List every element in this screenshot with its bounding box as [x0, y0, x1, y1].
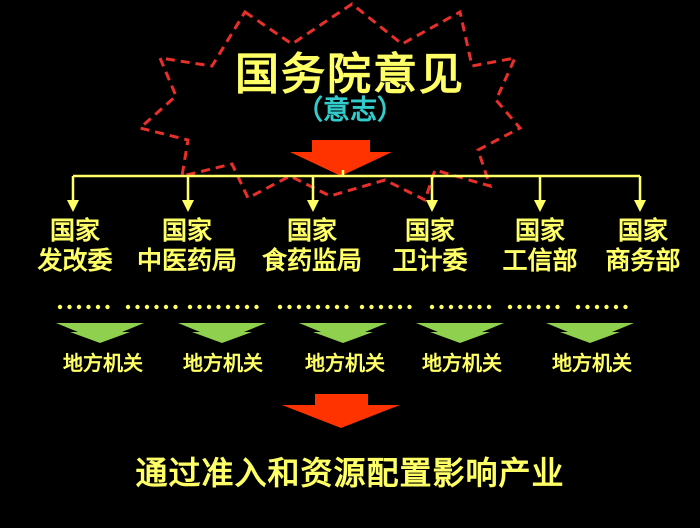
agency-line2: 发改委 — [37, 246, 113, 275]
ellipsis-dot — [95, 304, 101, 310]
ellipsis-dot — [306, 304, 311, 310]
ellipsis-dot — [216, 304, 221, 310]
ellipsis-dot — [517, 304, 522, 310]
ellipsis-dot — [325, 304, 330, 310]
ellipsis-dot — [378, 304, 384, 310]
ellipsis-dot — [235, 304, 240, 310]
agency-line1: 国家 — [514, 216, 565, 245]
connector-arrowhead — [67, 200, 79, 212]
agency-line2: 中医药局 — [136, 246, 237, 275]
ellipsis-dot — [507, 304, 513, 310]
ellipsis-dot — [334, 304, 340, 310]
agency-line2: 工信部 — [502, 246, 578, 275]
connector-arrowhead — [426, 200, 438, 212]
ellipsis-dot — [545, 304, 551, 310]
top-red-arrow — [290, 140, 392, 176]
green-down-arrow — [56, 323, 144, 343]
ellipsis-dot — [76, 304, 82, 310]
main-title: 国务院意见 — [235, 49, 465, 100]
ellipsis-dot — [225, 304, 231, 310]
green-arrows — [56, 323, 634, 343]
ellipsis-dot — [526, 304, 532, 310]
agency-fda: 国家 食药监局 — [252, 216, 372, 276]
ellipsis-dot — [296, 304, 302, 310]
ellipsis-dot — [575, 304, 581, 310]
ellipsis-dot — [613, 304, 619, 310]
agency-line2: 卫计委 — [392, 246, 468, 275]
connector-arrowhead — [307, 200, 319, 212]
ellipsis-dot — [163, 304, 169, 310]
connector-arrowhead — [182, 200, 194, 212]
ellipsis-dot — [244, 304, 250, 310]
ellipsis-dot — [277, 304, 283, 310]
ellipsis-dot — [344, 304, 349, 310]
connector-drops — [67, 176, 646, 212]
burst-shape — [136, 2, 523, 203]
ellipsis-dot — [154, 304, 159, 310]
ellipsis-dot — [407, 304, 412, 310]
agency-nhfpc: 国家 卫计委 — [370, 216, 490, 276]
ellipsis-dot — [429, 304, 435, 310]
ellipsis-dot — [536, 304, 541, 310]
ellipsis-dot — [585, 304, 590, 310]
local-authority: 地方机关 — [305, 351, 385, 375]
agency-line2: 食药监局 — [261, 246, 362, 275]
ellipsis-dot — [57, 304, 63, 310]
agency-ndrc: 国家 发改委 — [15, 216, 135, 276]
ellipsis-dot — [135, 304, 140, 310]
agency-mofcom: 国家 商务部 — [583, 216, 700, 276]
agency-line1: 国家 — [49, 216, 100, 245]
local-authority: 地方机关 — [63, 351, 143, 375]
conclusion: 通过准入和资源配置影响产业 — [135, 454, 565, 492]
green-down-arrow — [416, 323, 504, 343]
ellipsis-dot — [187, 304, 193, 310]
ellipsis-dot — [604, 304, 609, 310]
ellipsis-dot — [439, 304, 444, 310]
ellipsis-dot — [105, 304, 110, 310]
local-authority: 地方机关 — [183, 351, 263, 375]
ellipsis-dot — [369, 304, 374, 310]
agency-line1: 国家 — [617, 216, 668, 245]
green-down-arrow — [178, 323, 266, 343]
ellipsis-dot — [206, 304, 212, 310]
ellipsis-dot — [388, 304, 393, 310]
ellipsis-dot — [458, 304, 463, 310]
ellipsis-dot — [173, 304, 178, 310]
ellipsis-dot — [125, 304, 131, 310]
agency-line1: 国家 — [161, 216, 212, 245]
agency-tcm: 国家 中医药局 — [127, 216, 247, 276]
connector-arrowhead — [634, 200, 646, 212]
ellipsis-dot — [287, 304, 292, 310]
ellipsis-dot — [594, 304, 600, 310]
ellipsis-dot — [197, 304, 202, 310]
connector-tree — [73, 170, 640, 178]
ellipsis-dot — [486, 304, 492, 310]
connector-arrowhead — [534, 200, 546, 212]
agency-line1: 国家 — [286, 216, 337, 245]
agency-miit: 国家 工信部 — [480, 216, 600, 276]
ellipsis-dot — [315, 304, 321, 310]
agency-line2: 商务部 — [605, 246, 681, 275]
ellipsis-dot — [67, 304, 72, 310]
ellipsis-dot — [144, 304, 150, 310]
bottom-red-arrow — [282, 394, 400, 428]
ellipsis-dot — [254, 304, 259, 310]
green-down-arrow — [299, 323, 387, 343]
ellipsis-dot — [359, 304, 365, 310]
ellipsis-dot — [397, 304, 403, 310]
ellipsis-dot — [467, 304, 473, 310]
ellipsis-dot — [477, 304, 482, 310]
local-authority: 地方机关 — [422, 351, 502, 375]
ellipsis-dot — [623, 304, 628, 310]
ellipsis-dot — [448, 304, 454, 310]
agency-line1: 国家 — [404, 216, 455, 245]
dotted-separators — [57, 304, 628, 310]
green-down-arrow — [546, 323, 634, 343]
ellipsis-dot — [86, 304, 91, 310]
ellipsis-dot — [555, 304, 560, 310]
local-authority: 地方机关 — [552, 351, 632, 375]
subtitle: （意志） — [296, 95, 404, 126]
